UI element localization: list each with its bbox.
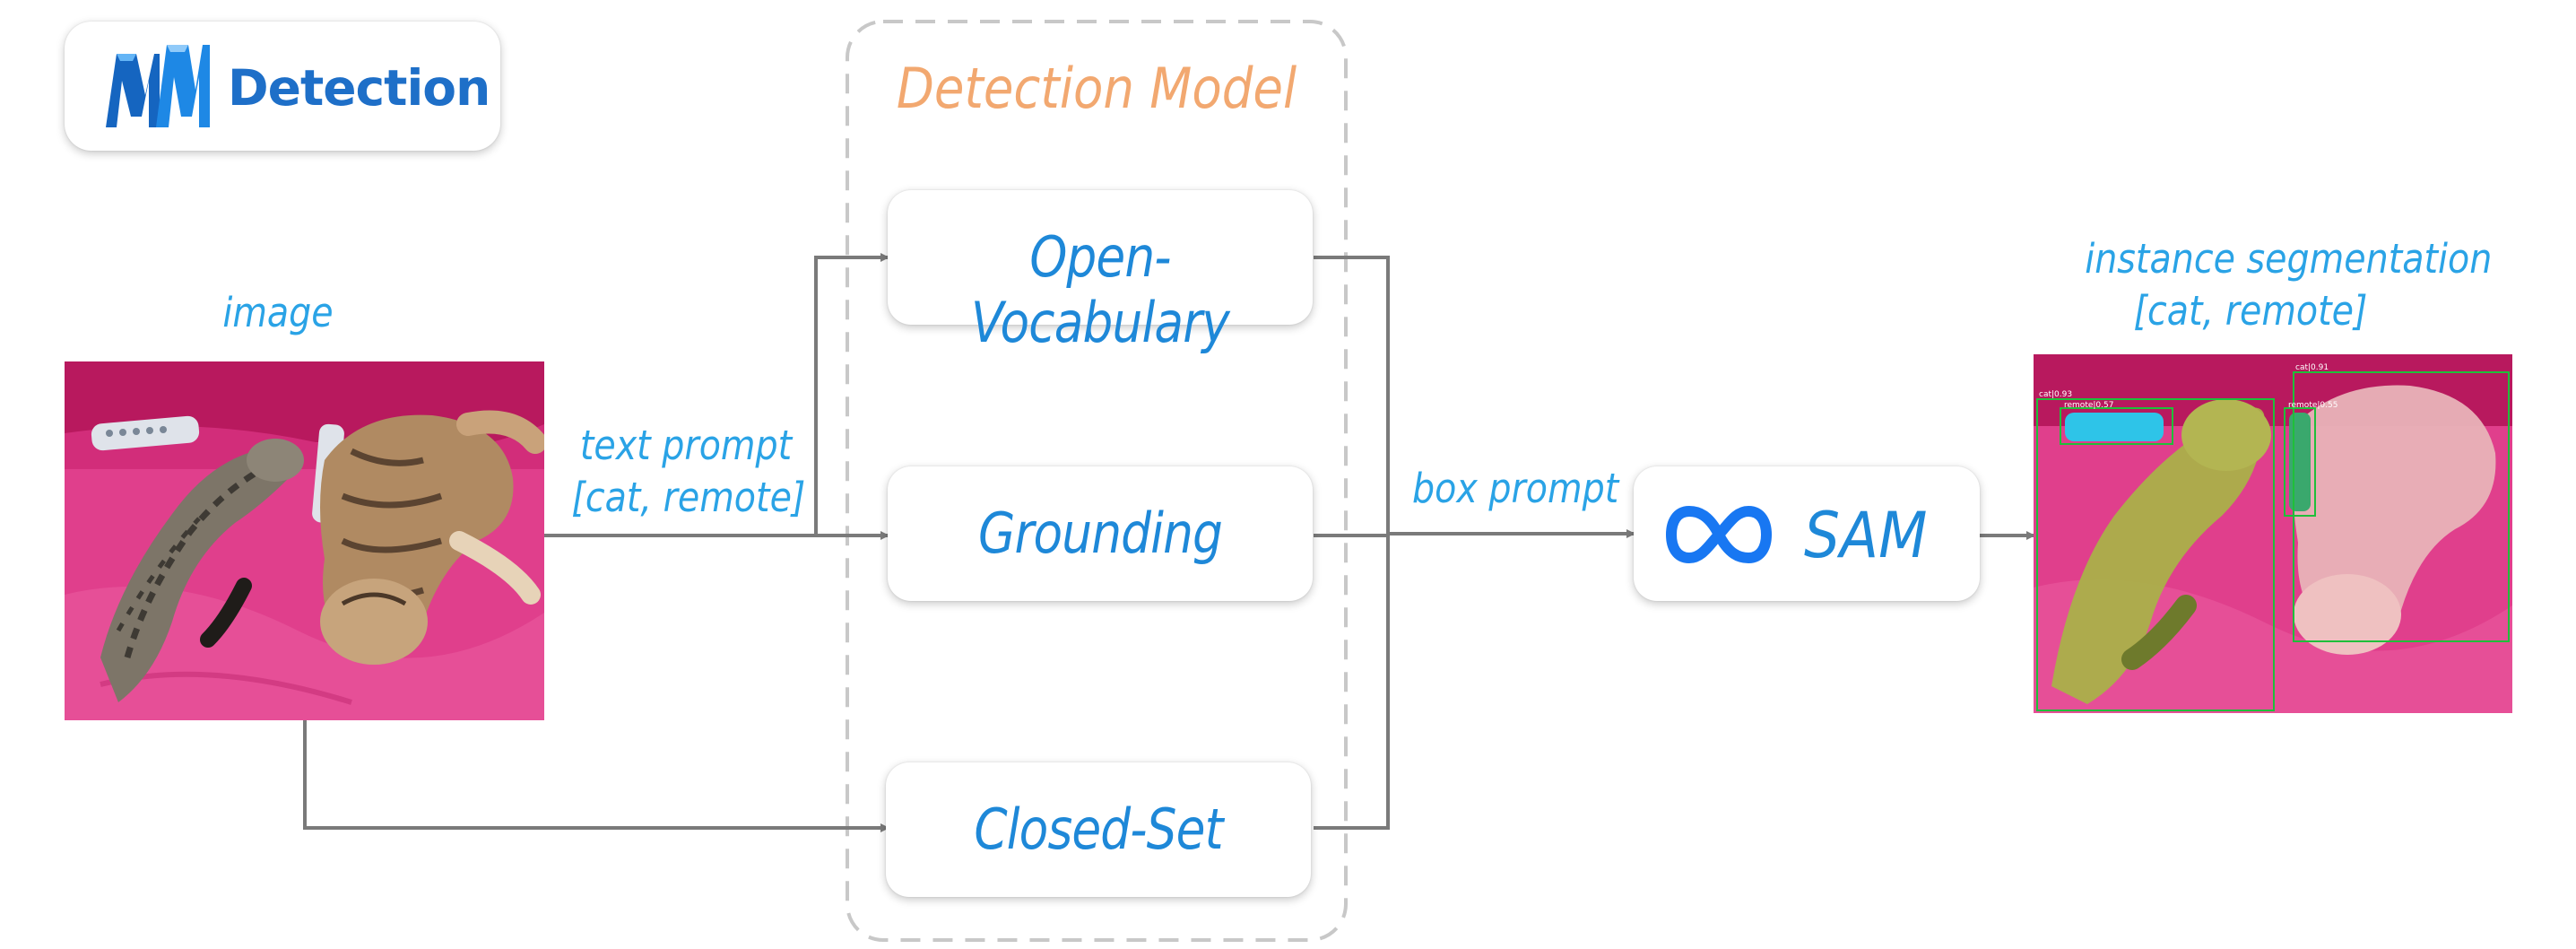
text-prompt-line1: text prompt bbox=[579, 422, 793, 469]
text-prompt-line2: [cat, remote] bbox=[571, 474, 806, 521]
meta-infinity-icon bbox=[1666, 506, 1772, 563]
grounding-label: Grounding bbox=[977, 501, 1223, 566]
closed-set-label: Closed-Set bbox=[974, 797, 1223, 862]
detection-label-cat-2: cat|0.91 bbox=[2295, 363, 2329, 372]
input-image-label: image bbox=[222, 289, 334, 336]
mm-logo-icon bbox=[106, 45, 210, 127]
output-label-line1: instance segmentation bbox=[2085, 235, 2493, 283]
open-vocabulary-label: Open-Vocabulary bbox=[971, 224, 1230, 355]
output-image: cat|0.93 remote|0.57 cat|0.91 remote|0.5… bbox=[2034, 354, 2512, 713]
arrow-image-to-closed-set bbox=[303, 718, 889, 832]
detection-model-title: Detection Model bbox=[896, 56, 1297, 121]
segmentation-illustration bbox=[2034, 354, 2512, 713]
input-image bbox=[65, 361, 544, 720]
detection-model-container bbox=[846, 20, 1348, 942]
mmdetection-logo: Detection bbox=[65, 22, 500, 151]
sam-label: SAM bbox=[1804, 499, 1928, 572]
line-open-vocabulary-out bbox=[1314, 256, 1390, 830]
text-prompt-label: text prompt [cat, remote] bbox=[571, 420, 806, 524]
grounding-model-box: Grounding bbox=[888, 466, 1313, 601]
arrow-to-open-vocabulary bbox=[814, 253, 889, 535]
detection-label-remote-1: remote|0.57 bbox=[2064, 401, 2114, 410]
open-vocabulary-model-box: Open-Vocabulary bbox=[888, 190, 1313, 355]
detection-label-cat-1: cat|0.93 bbox=[2039, 390, 2073, 399]
box-prompt-label: box prompt bbox=[1412, 465, 1619, 512]
output-label: instance segmentation [cat, remote] bbox=[2085, 233, 2493, 337]
detection-label-remote-2: remote|0.55 bbox=[2288, 401, 2338, 410]
sam-box: SAM bbox=[1634, 466, 1980, 601]
output-label-line2: [cat, remote] bbox=[2133, 287, 2368, 335]
closed-set-model-box: Closed-Set bbox=[886, 762, 1311, 897]
cats-photo-illustration bbox=[65, 361, 544, 720]
logo-text: Detection bbox=[228, 59, 490, 117]
